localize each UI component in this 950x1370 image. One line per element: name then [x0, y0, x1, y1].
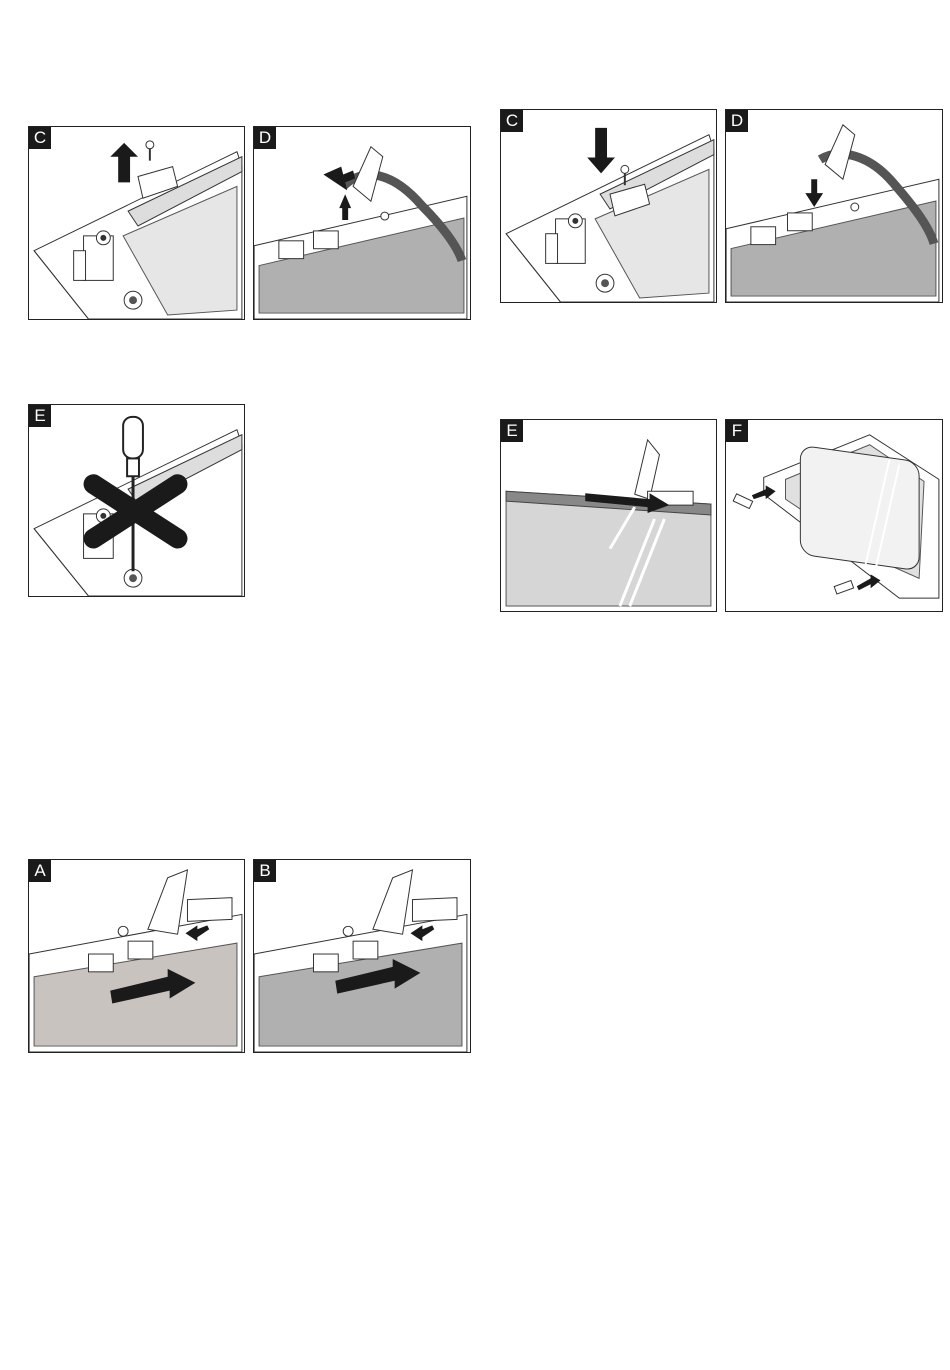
hinge-screw-removal-drawing	[29, 127, 244, 319]
screw-icon	[146, 141, 154, 161]
step-illustration-b: B	[253, 859, 471, 1053]
step-illustration-c-remove: C	[28, 126, 245, 320]
seal-lift-drawing	[254, 127, 470, 319]
step-label: F	[726, 420, 748, 442]
step-label: C	[501, 110, 523, 132]
step-label: D	[254, 127, 276, 149]
step-illustration-e-glass: E	[500, 419, 717, 612]
do-not-unscrew-drawing	[29, 405, 244, 596]
hinge-screw-insert-drawing	[501, 110, 716, 302]
step-illustration-e-warning: E	[28, 404, 245, 597]
step-illustration-c-insert: C	[500, 109, 717, 303]
step-illustration-f-corners: F	[725, 419, 943, 612]
step-illustration-d-press: D	[725, 109, 943, 303]
panel-slide-in-drawing-a	[29, 860, 244, 1052]
step-label: D	[726, 110, 748, 132]
glass-insert-drawing	[501, 420, 716, 611]
step-label: A	[29, 860, 51, 882]
step-label: E	[29, 405, 51, 427]
step-illustration-a: A	[28, 859, 245, 1053]
corner-pieces-drawing	[726, 420, 942, 611]
step-label: E	[501, 420, 523, 442]
step-label: B	[254, 860, 276, 882]
panel-slide-in-drawing-b	[254, 860, 470, 1052]
step-label: C	[29, 127, 51, 149]
step-illustration-d-lift: D	[253, 126, 471, 320]
seal-press-drawing	[726, 110, 942, 302]
